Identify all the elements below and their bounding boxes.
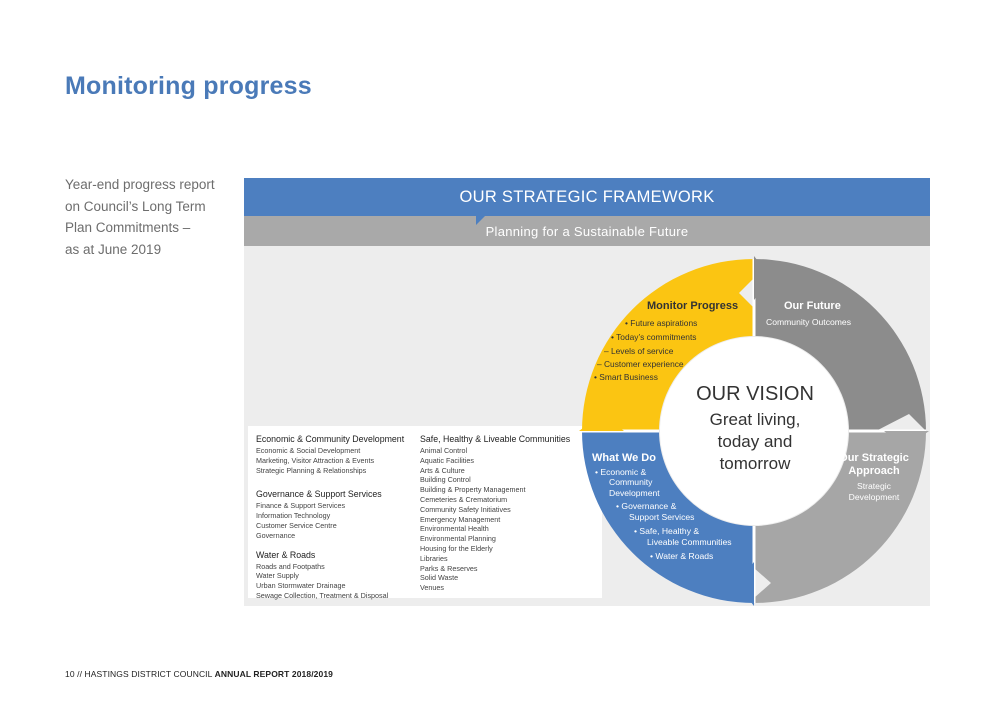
our-future-title: Our Future — [784, 300, 841, 312]
monitor-progress-item: • Today’s commitments — [611, 332, 697, 342]
service-item: Building & Property Management — [420, 485, 526, 495]
service-item: Water Supply — [256, 571, 299, 581]
monitor-progress-item: • Future aspirations — [625, 318, 698, 328]
ring-segment-our-future — [754, 259, 926, 431]
service-item: Parks & Reserves — [420, 563, 478, 573]
intro-line: on Council’s Long Term — [65, 198, 206, 214]
monitor-progress-item: – Levels of service — [604, 346, 674, 356]
intro-line: as at June 2019 — [65, 241, 162, 257]
strategic-approach-subtitle: Strategic Development — [832, 481, 916, 503]
framework-subheader: Planning for a Sustainable Future — [244, 216, 930, 246]
monitor-progress-item: – Customer experience — [597, 359, 684, 369]
service-item: Governance — [256, 530, 296, 540]
service-group: Water & Roads Roads and Footpaths Water … — [256, 550, 404, 601]
page-title: Monitoring progress — [65, 72, 312, 100]
arrow-notch-top — [754, 256, 771, 300]
service-item: Roads and Footpaths — [256, 561, 325, 571]
what-we-do-item: • Safe, Healthy & — [634, 526, 700, 536]
service-item: Arts & Culture — [420, 465, 465, 475]
arrow-notch-bottom — [737, 562, 754, 606]
services-right-column: Safe, Healthy & Liveable Communities Ani… — [420, 434, 570, 593]
service-group-title: Governance & Support Services — [256, 489, 382, 500]
service-item: Environmental Health — [420, 524, 489, 534]
footer-report-title: ANNUAL REPORT 2018/2019 — [214, 669, 333, 679]
vision-line: Great living, — [709, 410, 801, 429]
service-item: Strategic Planning & Relationships — [256, 465, 367, 475]
service-item: Cemeteries & Crematorium — [420, 494, 508, 504]
vision-text: OUR VISION Great living, today and tomor… — [682, 382, 828, 475]
service-item: Finance & Support Services — [256, 501, 346, 511]
service-group: Economic & Community Development Economi… — [256, 434, 404, 475]
strategic-approach-subtitle-line: Strategic — [857, 481, 891, 491]
monitor-progress-item: • Smart Business — [594, 372, 658, 382]
vision-circle — [660, 337, 848, 525]
framework-header: OUR STRATEGIC FRAMEWORK — [244, 178, 930, 216]
service-item: Economic & Social Development — [256, 446, 361, 455]
what-we-do-item: Liveable Communities — [647, 537, 732, 547]
service-item: Venues — [420, 583, 444, 593]
service-item: Customer Service Centre — [256, 520, 337, 530]
service-item: Housing for the Elderly — [420, 543, 493, 553]
ring-segment-strategic-approach — [754, 431, 926, 603]
strategic-approach-subtitle-line: Development — [848, 492, 900, 502]
service-item: Sewage Collection, Treatment & Disposal — [256, 590, 389, 600]
what-we-do-item: Development — [609, 488, 660, 498]
intro-line: Plan Commitments – — [65, 220, 191, 235]
service-item: Building Control — [420, 475, 471, 485]
intro-line: Year-end progress report — [65, 177, 215, 192]
what-we-do-item: Community — [609, 477, 653, 487]
what-we-do-item: • Economic & — [595, 467, 647, 477]
service-item: Animal Control — [420, 446, 468, 455]
ring-segment-monitor-progress — [582, 259, 754, 431]
what-we-do-item: • Governance & — [616, 501, 677, 511]
ring-segment-what-we-do — [582, 416, 754, 603]
what-we-do-item: Support Services — [629, 512, 695, 522]
service-group-title: Economic & Community Development — [256, 434, 405, 444]
service-item: Information Technology — [256, 511, 331, 521]
vision-line: today and — [717, 432, 793, 451]
service-item: Solid Waste — [420, 573, 459, 583]
service-group-title: Water & Roads — [256, 549, 316, 560]
service-item: Libraries — [420, 553, 448, 563]
page-footer: 10 // HASTINGS DISTRICT COUNCIL ANNUAL R… — [65, 669, 333, 679]
strategic-approach-title: Our Strategic Approach — [832, 452, 916, 478]
our-future-subtitle: Community Outcomes — [766, 317, 852, 327]
header-notch — [476, 216, 485, 225]
what-we-do-title: What We Do — [592, 452, 656, 464]
arrow-notch-right — [884, 431, 929, 448]
service-item: Emergency Management — [420, 514, 501, 524]
arrow-notch-left — [579, 414, 624, 431]
cycle-ring — [579, 256, 929, 606]
service-item: Aquatic Facilities — [420, 455, 474, 465]
service-item: Environmental Planning — [420, 534, 496, 544]
vision-title: OUR VISION — [696, 383, 814, 405]
service-item: Community Safety Initiatives — [420, 504, 511, 514]
strategic-framework-diagram: Planning for a Sustainable Future OUR ST… — [244, 178, 930, 606]
service-group-title: Safe, Healthy & Liveable Communities — [420, 434, 571, 444]
intro-text: Year-end progress report on Council’s Lo… — [65, 174, 245, 260]
strategic-approach-title-line: Approach — [848, 465, 900, 477]
footer-prefix: 10 // HASTINGS DISTRICT COUNCIL — [65, 669, 215, 679]
monitor-progress-title: Monitor Progress — [647, 300, 739, 312]
services-panel: Economic & Community Development Economi… — [248, 426, 602, 600]
service-item: Urban Stormwater Drainage — [256, 581, 346, 591]
service-item: Marketing, Visitor Attraction & Events — [256, 455, 375, 465]
strategic-approach-title-line: Our Strategic — [839, 452, 909, 464]
vision-line: tomorrow — [719, 454, 791, 473]
what-we-do-item: • Water & Roads — [650, 551, 714, 561]
service-group: Governance & Support Services Finance & … — [256, 489, 404, 540]
services-left-column: Economic & Community Development Economi… — [256, 434, 404, 610]
